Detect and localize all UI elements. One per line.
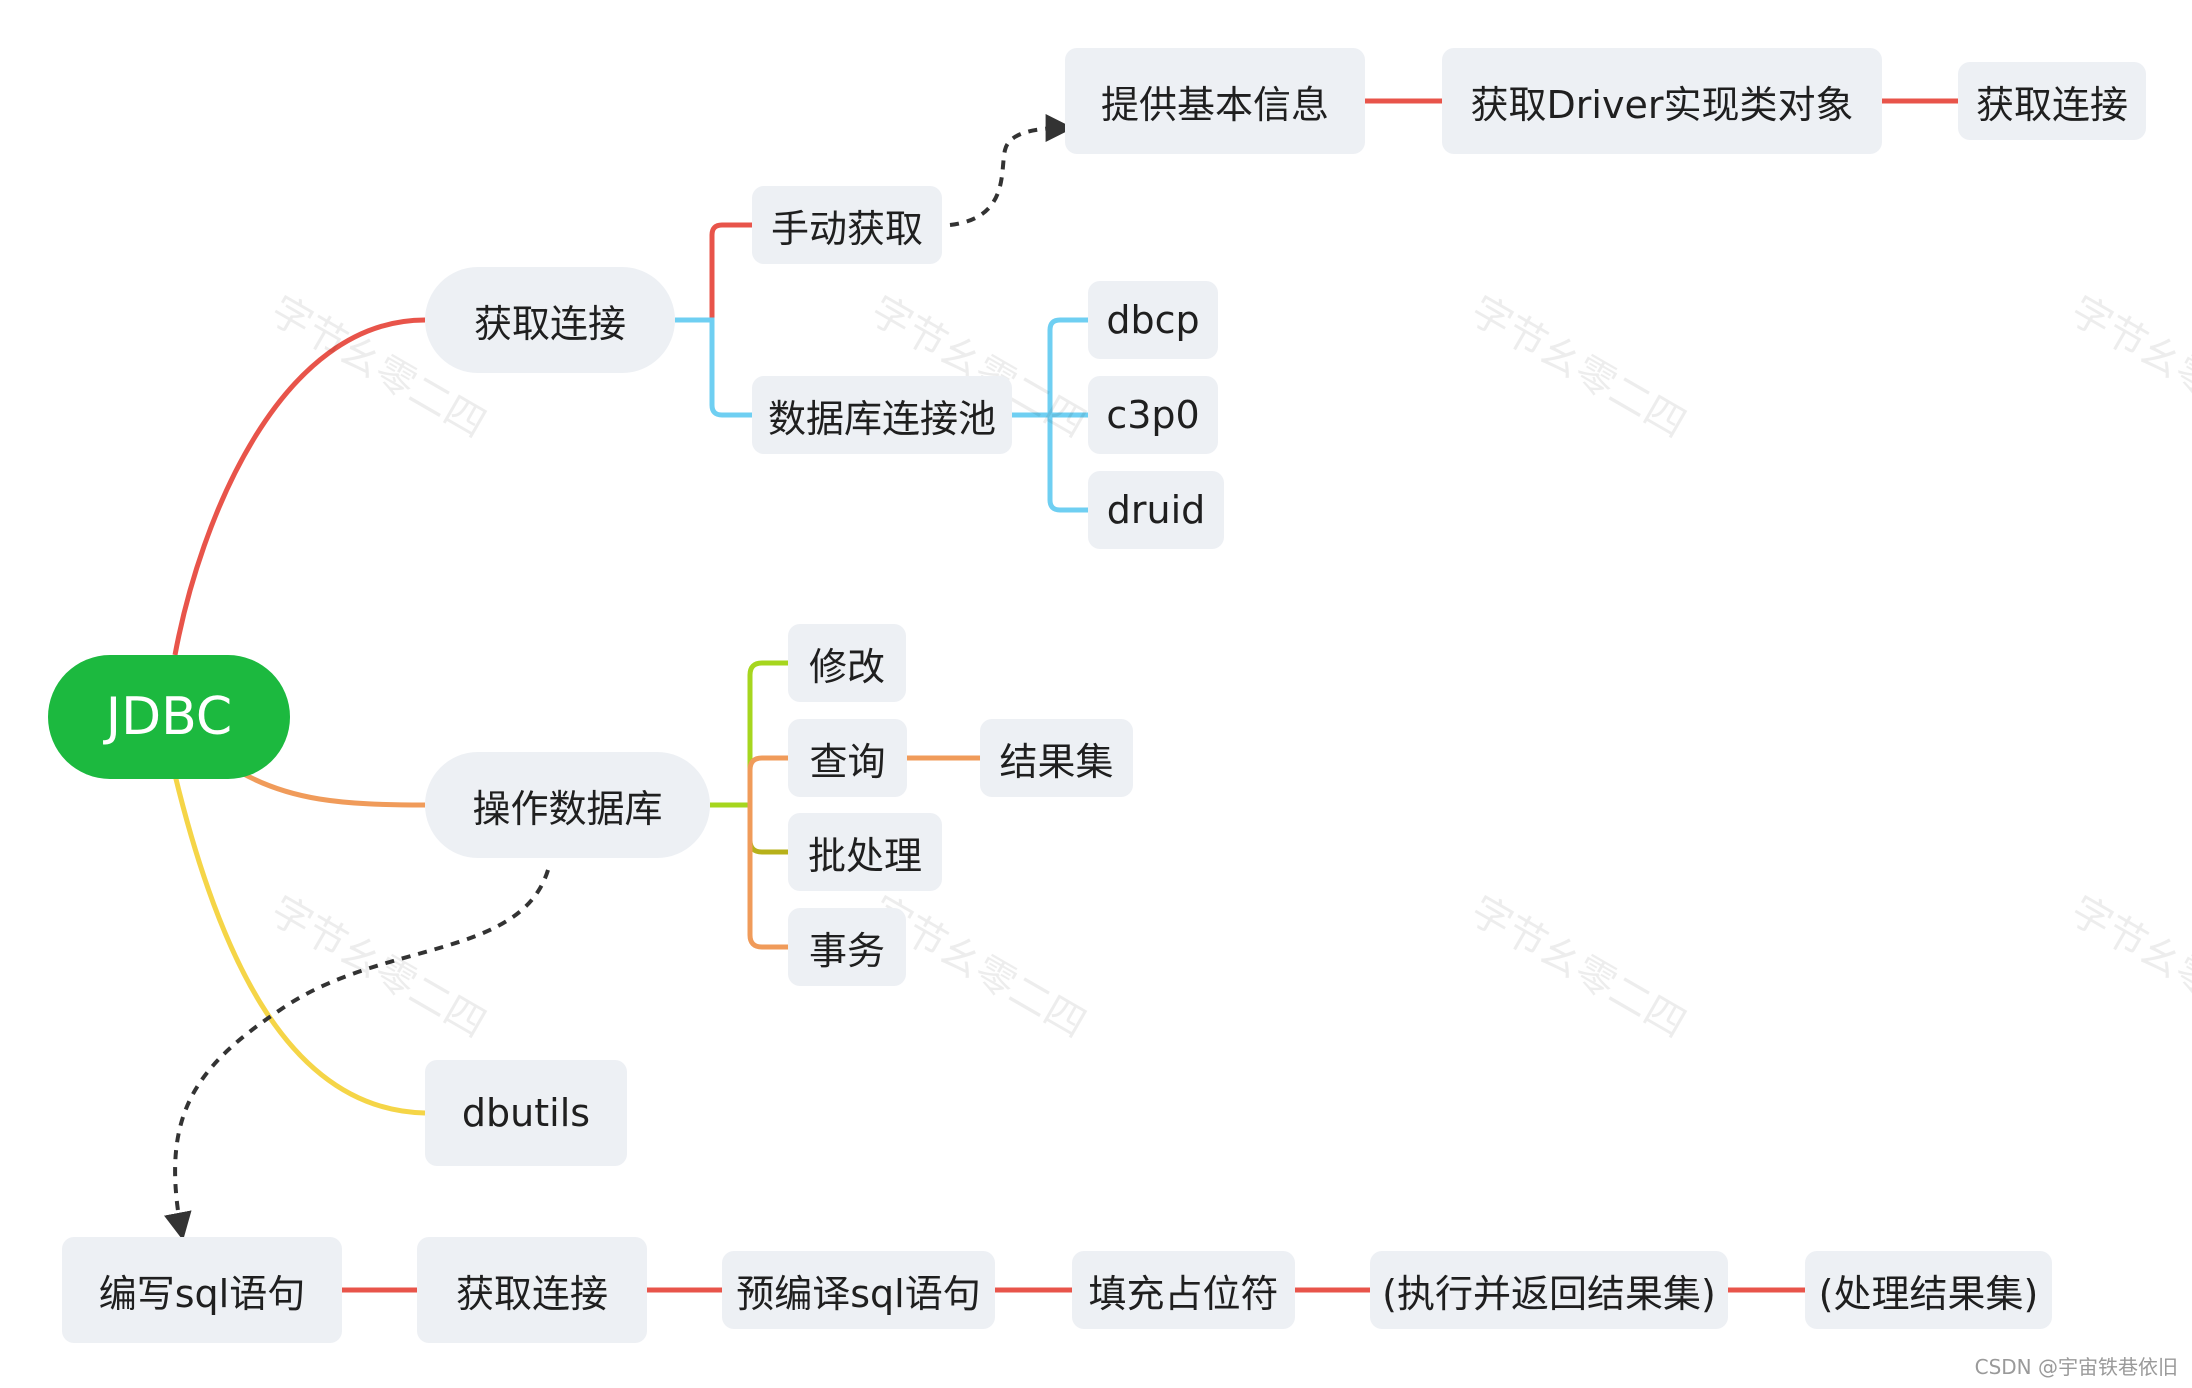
- node-label: dbcp: [1106, 298, 1200, 342]
- node-label: 填充占位符: [1088, 1271, 1279, 1316]
- edge-root-operate: [238, 769, 426, 808]
- node-operate[interactable]: 操作数据库: [425, 752, 710, 858]
- source-credit: CSDN @宇宙铁巷依旧: [1974, 1355, 2178, 1379]
- node-pool-item[interactable]: druid: [1088, 471, 1224, 549]
- node-connect[interactable]: 获取连接: [425, 267, 675, 373]
- edge-operate-flow: [164, 869, 550, 1241]
- edge-operate-modify: [710, 660, 788, 808]
- node-label: druid: [1106, 488, 1206, 532]
- node-label: 提供基本信息: [1100, 82, 1329, 127]
- edge-connect-manual: [675, 222, 752, 323]
- node-label: 批处理: [807, 833, 922, 878]
- edge-manual-info: [949, 114, 1074, 227]
- node-label: (执行并返回结果集): [1382, 1271, 1716, 1316]
- node-label: (处理结果集): [1818, 1271, 2039, 1316]
- node-pool-item[interactable]: c3p0: [1088, 376, 1218, 454]
- node-query-result[interactable]: 结果集: [980, 719, 1133, 797]
- node-operate-item[interactable]: 事务: [788, 908, 906, 986]
- node-label: 结果集: [999, 739, 1114, 784]
- node-flow-step[interactable]: 编写sql语句: [62, 1237, 342, 1343]
- root-node[interactable]: JDBC: [48, 655, 290, 779]
- root-label: JDBC: [105, 687, 233, 747]
- node-flow-step[interactable]: 预编译sql语句: [722, 1251, 995, 1329]
- node-manual-step[interactable]: 获取连接: [1958, 62, 2146, 140]
- edge-operate-tx: [747, 805, 788, 950]
- node-label: 数据库连接池: [767, 396, 996, 441]
- node-label: 手动获取: [770, 206, 923, 251]
- node-flow-step[interactable]: (执行并返回结果集): [1370, 1251, 1728, 1329]
- node-flow-step[interactable]: (处理结果集): [1805, 1251, 2052, 1329]
- node-pool[interactable]: 数据库连接池: [752, 376, 1012, 454]
- node-manual-step[interactable]: 获取Driver实现类对象: [1442, 48, 1882, 154]
- node-label: 预编译sql语句: [736, 1271, 981, 1316]
- node-label: 获取连接: [473, 301, 626, 346]
- node-label: 获取Driver实现类对象: [1470, 82, 1854, 127]
- node-label: c3p0: [1106, 393, 1200, 437]
- node-label: 查询: [809, 739, 886, 784]
- node-label: dbutils: [461, 1091, 591, 1135]
- edge-root-dbutils: [172, 774, 426, 1116]
- node-dbutils[interactable]: dbutils: [425, 1060, 627, 1166]
- node-flow-step[interactable]: 填充占位符: [1072, 1251, 1295, 1329]
- edge-operate-query: [747, 755, 788, 805]
- node-label: 编写sql语句: [98, 1271, 306, 1316]
- edge-operate-batch: [747, 805, 788, 855]
- edge-pool-dbcp: [1012, 317, 1088, 418]
- edge-connect-pool: [675, 317, 752, 418]
- node-operate-item[interactable]: 修改: [788, 624, 906, 702]
- edge-root-connect: [172, 317, 426, 656]
- node-manual-step[interactable]: 提供基本信息: [1065, 48, 1365, 154]
- node-operate-item[interactable]: 查询: [788, 719, 907, 797]
- edge-pool-druid: [1047, 415, 1088, 513]
- node-pool-item[interactable]: dbcp: [1088, 281, 1218, 359]
- node-label: 获取连接: [455, 1271, 608, 1316]
- node-operate-item[interactable]: 批处理: [788, 813, 942, 891]
- node-label: 修改: [808, 644, 885, 689]
- node-label: 操作数据库: [472, 786, 663, 831]
- node-label: 事务: [808, 928, 885, 973]
- node-label: 获取连接: [1975, 82, 2128, 127]
- node-manual[interactable]: 手动获取: [752, 186, 942, 264]
- node-flow-step[interactable]: 获取连接: [417, 1237, 647, 1343]
